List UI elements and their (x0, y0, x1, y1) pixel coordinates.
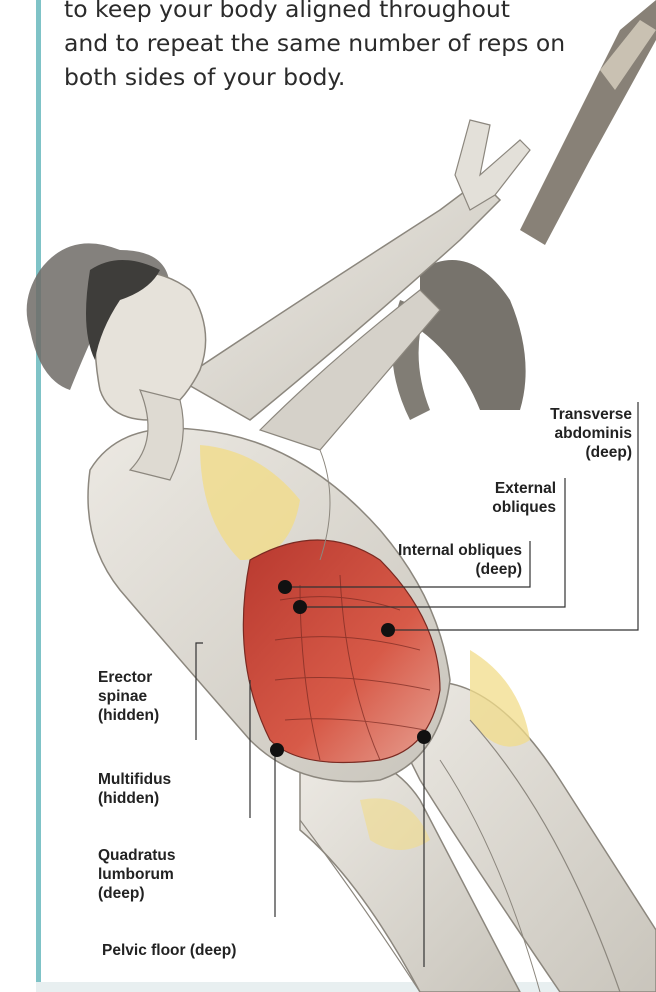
torso (88, 428, 450, 781)
label-external-obliques: External obliques (450, 479, 556, 517)
marker-internal-obliques (278, 580, 292, 594)
marker-transverse-abdominis (381, 623, 395, 637)
label-internal-obliques: Internal obliques (deep) (360, 541, 522, 579)
label-pelvic-floor: Pelvic floor (deep) (102, 941, 302, 960)
label-multifidus: Multifidus (hidden) (98, 770, 238, 808)
marker-pelvic-floor (417, 730, 431, 744)
marker-external-obliques (293, 600, 307, 614)
label-quadratus-lumborum: Quadratus lumborum (deep) (98, 846, 238, 903)
marker-quadratus-lumborum (270, 743, 284, 757)
label-erector-spinae: Erector spinae (hidden) (98, 668, 198, 725)
label-transverse-abdominis: Transverse abdominis (deep) (500, 405, 632, 462)
suspension-strap (392, 0, 656, 420)
